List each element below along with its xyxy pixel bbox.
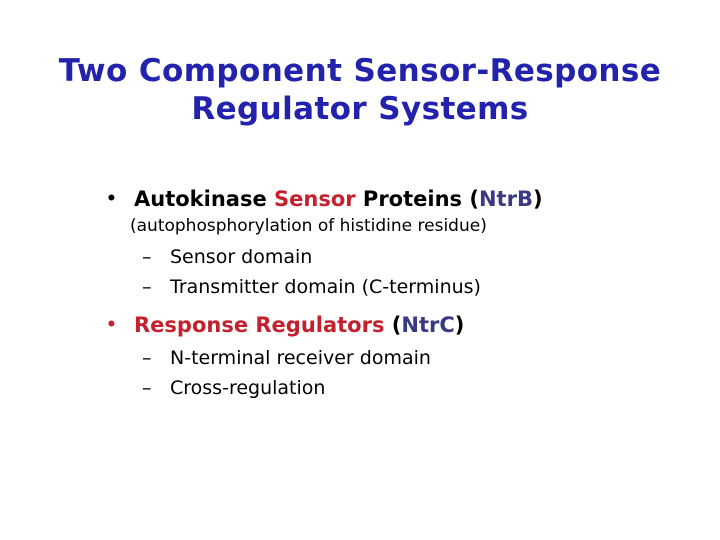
dash-marker-icon: – <box>142 246 152 268</box>
sub-item-cross-regulation: – Cross-regulation <box>140 373 690 403</box>
page-title: Two Component Sensor-Response Regulator … <box>40 52 680 128</box>
sub-item-n-terminal-receiver-domain: – N-terminal receiver domain <box>140 343 690 373</box>
bullet-2-paren-close: ) <box>454 313 465 337</box>
bullet-1-text-autokinase: Autokinase <box>134 187 275 211</box>
bullet-item-2: • Response Regulators (NtrC) <box>100 312 690 339</box>
dash-marker-icon: – <box>142 377 152 399</box>
bullet-1-paren-open: ( <box>469 187 479 211</box>
sub-item-sensor-domain: – Sensor domain <box>140 242 690 272</box>
bullet-2-paren-open: ( <box>384 313 402 337</box>
bullet-1-text-sensor: Sensor <box>274 187 356 211</box>
bullet-marker-icon: • <box>106 189 117 209</box>
bullet-2-text-response-regulators: Response Regulators <box>134 313 385 337</box>
bullet-2-gene-ntrc: NtrC <box>401 313 455 337</box>
slide-body: • Autokinase Sensor Proteins (NtrB) (aut… <box>100 186 690 403</box>
bullet-1-text-proteins: Proteins <box>355 187 470 211</box>
sub-item-label: Cross-regulation <box>170 377 326 399</box>
sub-item-label: N-terminal receiver domain <box>170 347 431 369</box>
sub-item-transmitter-domain: – Transmitter domain (C-terminus) <box>140 272 690 302</box>
title-line-1: Two Component Sensor-Response <box>58 53 662 89</box>
bullet-1-note: (autophosphorylation of histidine residu… <box>130 216 487 236</box>
bullet-marker-icon: • <box>106 315 117 335</box>
sub-item-label: Sensor domain <box>170 246 313 268</box>
sub-item-label: Transmitter domain (C-terminus) <box>170 276 481 298</box>
title-line-2: Regulator Systems <box>191 91 529 127</box>
dash-marker-icon: – <box>142 347 152 369</box>
bullet-item-1: • Autokinase Sensor Proteins (NtrB) <box>100 186 690 213</box>
bullet-1-paren-close: ) <box>532 187 543 211</box>
dash-marker-icon: – <box>142 276 152 298</box>
bullet-1-gene-ntrb: NtrB <box>478 187 533 211</box>
